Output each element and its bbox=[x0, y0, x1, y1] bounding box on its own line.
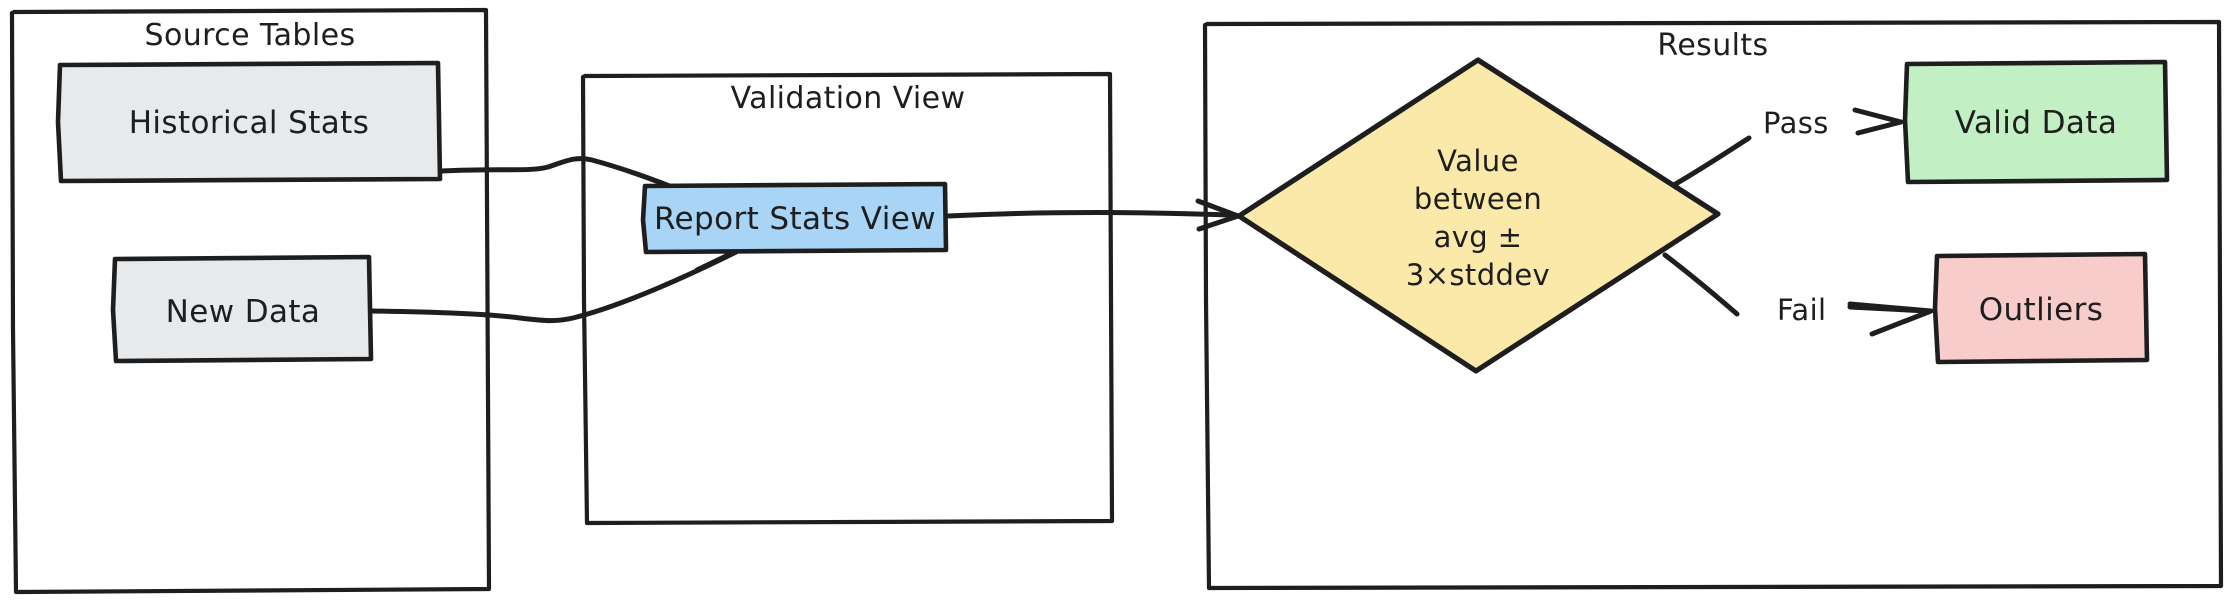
node-outliers-label: Outliers bbox=[1979, 292, 2104, 328]
node-report-stats-view-shape bbox=[640, 181, 949, 255]
group-validation-view-label: Validation View bbox=[731, 81, 966, 116]
node-value-check-label-line3: avg ± bbox=[1434, 220, 1523, 254]
node-value-check[interactable]: Value between avg ± 3×stddev bbox=[1236, 57, 1721, 374]
node-valid-data-label: Valid Data bbox=[1955, 105, 2118, 141]
node-outliers[interactable]: Outliers bbox=[1932, 251, 2150, 365]
group-validation-view[interactable]: Validation View bbox=[580, 71, 1115, 526]
edge-newdata-to-report-line bbox=[369, 247, 743, 324]
node-outliers-shape bbox=[1932, 251, 2150, 365]
edge-valuecheck-to-validdata[interactable]: Pass bbox=[1669, 106, 1904, 189]
edge-report-to-valuecheck-line bbox=[945, 209, 1235, 219]
group-results-border bbox=[1202, 19, 2224, 591]
node-valid-data-shape bbox=[1902, 59, 2170, 185]
group-source-tables-label: Source Tables bbox=[145, 18, 356, 53]
edge-valuecheck-to-outliers-line bbox=[1662, 252, 1740, 317]
edge-valuecheck-to-outliers[interactable]: Fail bbox=[1662, 252, 1934, 337]
node-historical-stats-label: Historical Stats bbox=[129, 105, 370, 141]
edge-valuecheck-to-validdata-arrowhead bbox=[1852, 107, 1904, 136]
edge-label-fail: Fail bbox=[1777, 293, 1827, 327]
group-source-tables[interactable]: Source Tables bbox=[9, 7, 492, 595]
node-historical-stats[interactable]: Historical Stats bbox=[55, 60, 443, 184]
node-valid-data[interactable]: Valid Data bbox=[1902, 59, 2170, 185]
node-value-check-label-line4: 3×stddev bbox=[1406, 258, 1550, 292]
edge-valuecheck-to-outliers-stem bbox=[1847, 304, 1931, 314]
node-value-check-label-line1: Value bbox=[1437, 144, 1519, 178]
group-results[interactable]: Results bbox=[1202, 19, 2224, 591]
node-report-stats-view[interactable]: Report Stats View bbox=[640, 181, 949, 255]
group-validation-view-border bbox=[580, 71, 1115, 526]
edge-report-to-valuecheck-arrowhead bbox=[1195, 198, 1241, 232]
node-new-data-label: New Data bbox=[166, 294, 321, 330]
group-results-label: Results bbox=[1657, 28, 1768, 63]
node-historical-stats-shape bbox=[55, 60, 443, 184]
edge-report-to-valuecheck[interactable] bbox=[945, 198, 1241, 232]
node-value-check-label-line2: between bbox=[1414, 182, 1542, 216]
group-source-tables-border bbox=[9, 7, 492, 595]
edge-valuecheck-to-validdata-line bbox=[1669, 135, 1752, 189]
node-new-data-shape bbox=[110, 254, 374, 364]
edge-label-pass: Pass bbox=[1763, 106, 1829, 140]
node-report-stats-view-label: Report Stats View bbox=[654, 201, 936, 237]
node-value-check-shape bbox=[1236, 57, 1721, 374]
node-new-data[interactable]: New Data bbox=[110, 254, 374, 364]
